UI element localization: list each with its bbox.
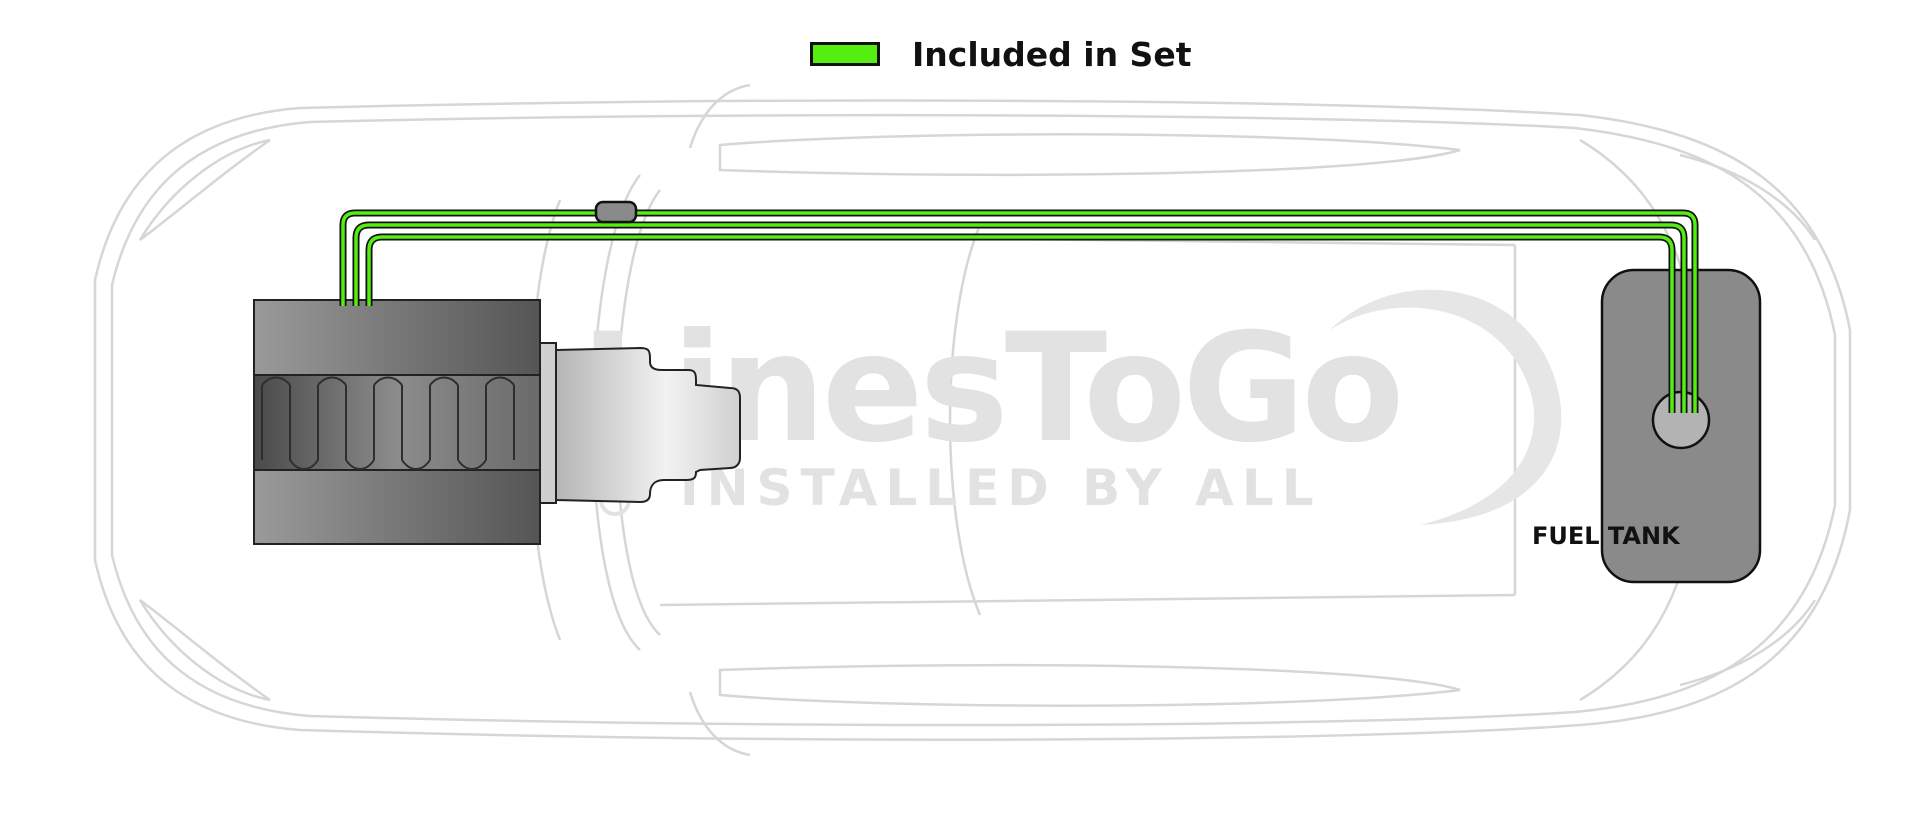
engine [253, 299, 541, 545]
fuel-line-3 [367, 235, 1674, 413]
legend-label: Included in Set [912, 34, 1192, 74]
car-outline [93, 83, 1852, 757]
mirror-right [688, 691, 751, 757]
fuel-lines-fill [341, 211, 1697, 413]
fuel-lines [339, 200, 1699, 413]
taillight-left [1679, 153, 1817, 241]
fuel-filter [594, 200, 638, 224]
transmission [539, 342, 741, 504]
fuel-tank-label: FUEL TANK [1532, 522, 1680, 550]
engine-bottom-block [253, 469, 541, 545]
car-body-outer [93, 99, 1852, 741]
legend-swatch [810, 42, 880, 66]
legend: Included in Set [810, 30, 1191, 78]
watermark-swoosh [1330, 289, 1562, 525]
engine-middle-block [253, 374, 541, 471]
fuel-line-2 [354, 223, 1686, 413]
car-body-inner [110, 113, 1837, 727]
roof-front [948, 224, 982, 616]
roof-right-rail [659, 593, 1516, 607]
side-window-left [718, 133, 1461, 177]
mirror-left [688, 83, 751, 149]
side-window-right [718, 663, 1461, 707]
engine-cylinders [261, 376, 515, 470]
bellhousing-flange [539, 342, 557, 504]
watermark-tagline: INSTALLED BY ALL [680, 459, 1322, 517]
taillight-right [1679, 599, 1817, 687]
fuel-line-1 [341, 211, 1697, 413]
headlight-left [138, 138, 271, 241]
engine-top-block [253, 299, 541, 376]
headlight-right [138, 599, 271, 702]
transmission-body [555, 346, 741, 504]
